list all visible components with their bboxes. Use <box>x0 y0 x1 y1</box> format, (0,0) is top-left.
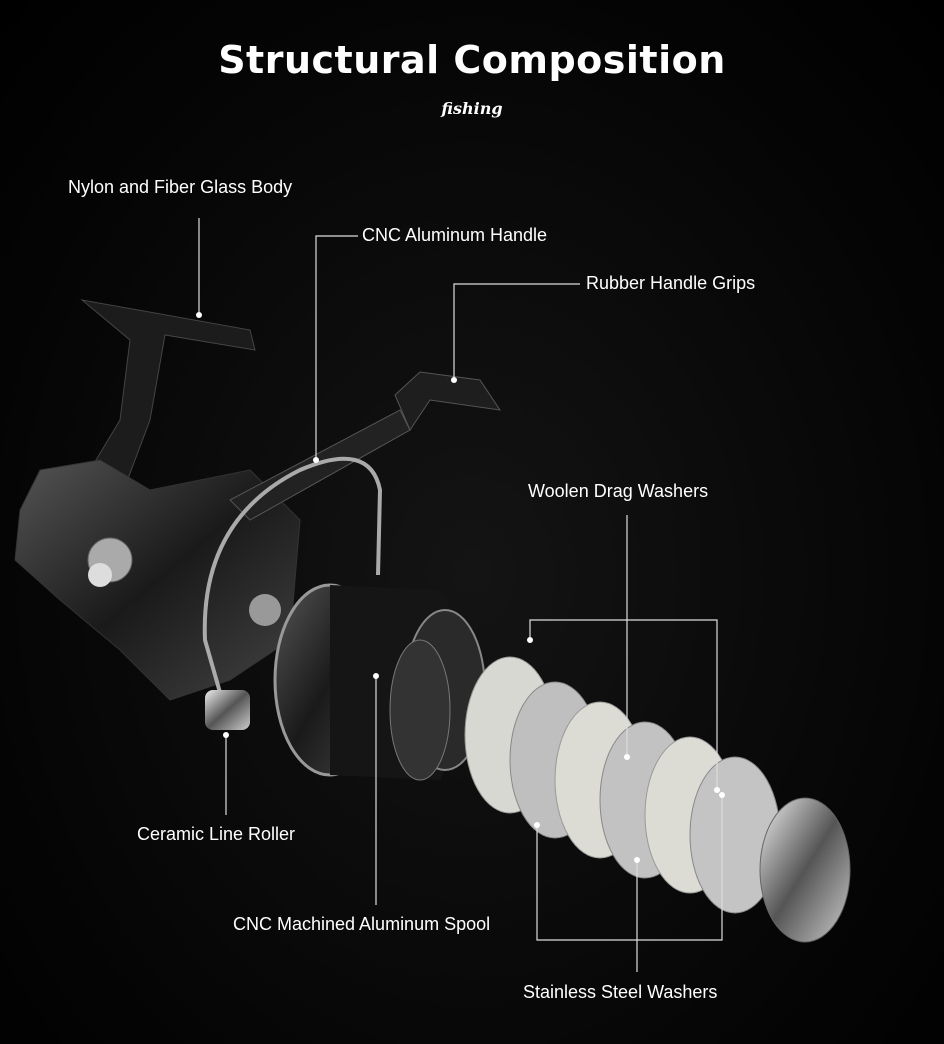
reel-body <box>14 299 301 701</box>
label-grips: Rubber Handle Grips <box>586 273 756 293</box>
label-body: Nylon and Fiber Glass Body <box>68 177 293 197</box>
callout-dots <box>196 312 725 863</box>
label-drag-washers: Woolen Drag Washers <box>528 481 709 501</box>
line-roller <box>205 690 250 730</box>
washer-stack <box>464 656 851 943</box>
callout-lines <box>198 218 723 972</box>
bail-wire <box>202 456 383 711</box>
label-spool: CNC Machined Aluminum Spool <box>233 914 491 934</box>
drag-knob <box>759 797 851 943</box>
subtitle-logo: fishing <box>441 99 503 118</box>
page-title: Structural Composition <box>218 38 726 82</box>
label-handle: CNC Aluminum Handle <box>362 225 548 245</box>
reel-handle <box>229 371 502 521</box>
label-steel-washers: Stainless Steel Washers <box>523 982 718 1002</box>
label-line-roller: Ceramic Line Roller <box>137 824 296 844</box>
spool <box>273 583 486 781</box>
